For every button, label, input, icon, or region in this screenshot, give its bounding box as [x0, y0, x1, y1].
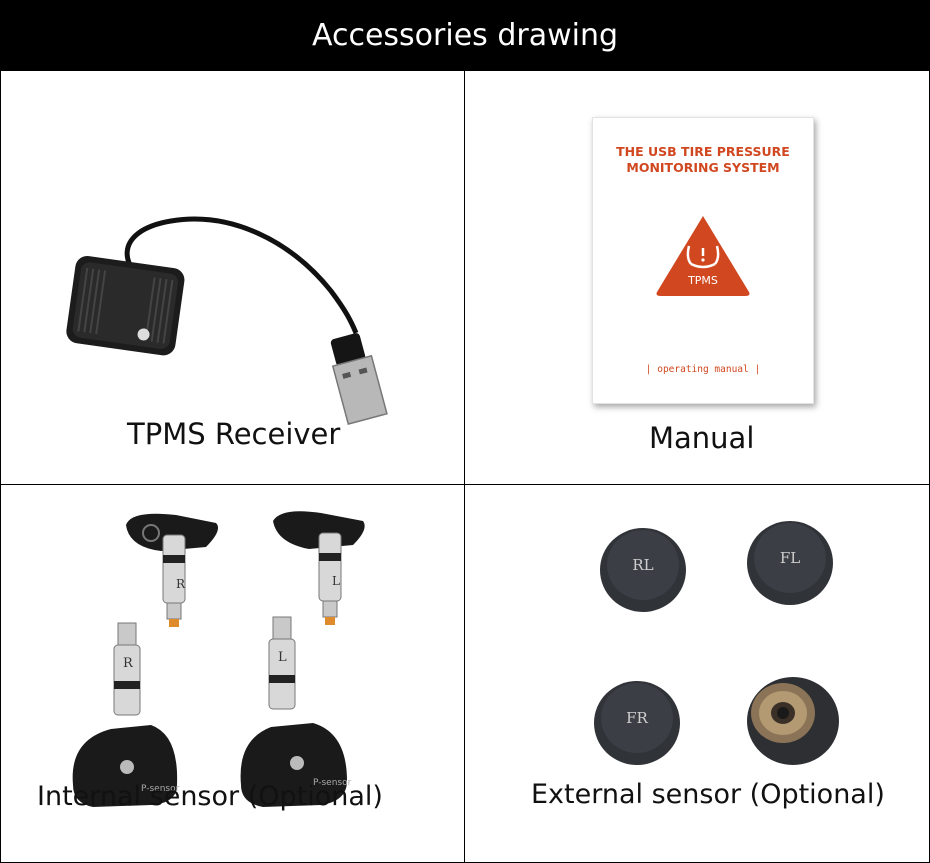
sensor-text-4: P-sensor — [313, 778, 352, 788]
accessories-grid: TPMS Receiver THE USB TIRE PRESSURE MONI… — [0, 70, 930, 863]
external-sensor-label: External sensor (Optional) — [531, 779, 885, 810]
tpms-badge-text: TPMS — [687, 274, 718, 287]
manual-booklet-image: THE USB TIRE PRESSURE MONITORING SYSTEM … — [592, 117, 814, 404]
internal-sensor-4: L P-sensor — [240, 616, 352, 807]
sensor-text-3: P-sensor — [141, 784, 180, 794]
internal-sensor-label: Internal sensor (Optional) — [37, 781, 383, 812]
internal-sensor-cell: R L R P-sensor — [0, 484, 466, 863]
sensor-letter-3: R — [123, 656, 134, 671]
external-sensors-image: RL FL FR — [594, 521, 839, 765]
tpms-warning-badge: TPMS — [656, 216, 750, 296]
cap-label-fr: FR — [626, 709, 648, 727]
sensor-letter-1: R — [176, 577, 186, 591]
cap-label-fl: FL — [780, 549, 800, 567]
manual-cell: THE USB TIRE PRESSURE MONITORING SYSTEM … — [464, 70, 930, 486]
external-cap-open — [747, 677, 839, 765]
manual-footer-text: | operating manual | — [645, 364, 761, 375]
page-header: Accessories drawing — [0, 0, 930, 70]
receiver-label: TPMS Receiver — [127, 417, 341, 451]
receiver-cell: TPMS Receiver — [0, 70, 466, 486]
sensor-letter-2: L — [332, 574, 340, 588]
usb-receiver-image — [66, 216, 388, 426]
header-title: Accessories drawing — [311, 17, 619, 53]
external-cap-fl: FL — [747, 521, 833, 605]
cap-label-rl: RL — [632, 556, 653, 574]
external-sensor-cell: RL FL FR External sensor — [464, 484, 930, 863]
internal-sensor-2: L — [273, 511, 365, 625]
sensor-letter-4: L — [278, 650, 287, 665]
internal-sensor-1: R — [126, 513, 219, 627]
manual-booklet-title: THE USB TIRE PRESSURE MONITORING SYSTEM — [616, 144, 790, 175]
internal-sensors-image: R L R P-sensor — [72, 511, 365, 807]
external-cap-fr: FR — [594, 681, 680, 765]
external-cap-rl: RL — [600, 528, 686, 612]
manual-label: Manual — [649, 421, 755, 455]
internal-sensor-3: R P-sensor — [72, 622, 180, 807]
